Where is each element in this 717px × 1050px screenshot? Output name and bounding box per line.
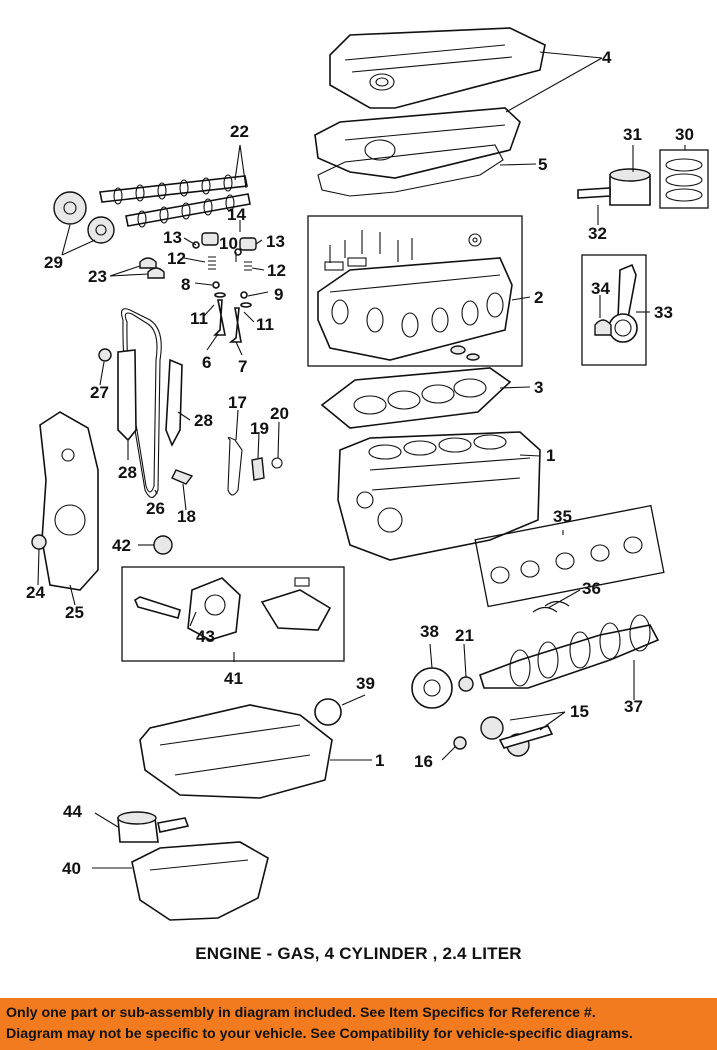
callout-42: 42 — [112, 536, 131, 555]
crankshaft — [479, 614, 660, 689]
callout-30: 30 — [675, 125, 694, 144]
sprocket-42 — [153, 535, 173, 555]
callout-26: 26 — [146, 499, 165, 518]
callout-1a: 1 — [546, 446, 555, 465]
callout-37: 37 — [624, 697, 643, 716]
cam-sprockets — [53, 191, 115, 244]
connecting-rod-box — [581, 254, 647, 366]
oil-cooler — [117, 811, 190, 843]
callout-13a: 13 — [163, 228, 182, 247]
callout-16: 16 — [414, 752, 433, 771]
part-19 — [251, 457, 265, 481]
callout-22: 22 — [230, 122, 249, 141]
callout-12b: 12 — [267, 261, 286, 280]
oil-pan-upper — [139, 704, 333, 799]
leader-lines — [37, 51, 686, 869]
balance-shafts — [480, 716, 554, 757]
part-20 — [271, 457, 283, 469]
callout-33: 33 — [654, 303, 673, 322]
balance-chain — [227, 436, 243, 496]
disclaimer-line-2: Diagram may not be specific to your vehi… — [6, 1026, 633, 1042]
seal-24 — [31, 534, 47, 550]
oil-pan — [131, 841, 269, 921]
callout-28b: 28 — [194, 411, 213, 430]
callout-23: 23 — [88, 267, 107, 286]
callout-35: 35 — [553, 507, 572, 526]
callout-32: 32 — [588, 224, 607, 243]
callout-38: 38 — [420, 622, 439, 641]
callout-31: 31 — [623, 125, 642, 144]
main-bearings-box — [474, 504, 665, 608]
cam-bearing-caps — [139, 257, 165, 279]
callout-1b: 1 — [375, 751, 384, 770]
tensioner-27 — [98, 348, 112, 362]
callout-44: 44 — [63, 802, 82, 821]
connecting-rod — [594, 263, 638, 343]
callout-19: 19 — [250, 419, 269, 438]
seal-21 — [458, 676, 474, 692]
callout-14: 14 — [227, 205, 246, 224]
callout-11a: 11 — [190, 309, 208, 328]
rear-seal — [314, 698, 342, 726]
callout-4: 4 — [602, 48, 612, 67]
callout-39: 39 — [356, 674, 375, 693]
valve-cover-gasket — [317, 144, 504, 197]
engine-cover — [329, 27, 546, 109]
callout-21: 21 — [455, 626, 474, 645]
callout-43: 43 — [196, 627, 215, 646]
callout-34: 34 — [591, 279, 610, 298]
callout-9: 9 — [274, 285, 283, 304]
valve-cover — [314, 107, 521, 179]
callout-13b: 13 — [266, 232, 285, 251]
callout-40: 40 — [62, 859, 81, 878]
callout-labels: 1 1 2 3 4 5 6 7 8 9 10 11 11 12 12 13 13… — [26, 48, 694, 878]
callout-12a: 12 — [167, 249, 186, 268]
callout-5: 5 — [538, 155, 547, 174]
callout-36: 36 — [582, 579, 601, 598]
callout-27: 27 — [90, 383, 109, 402]
callout-15: 15 — [570, 702, 589, 721]
oil-pump-box — [121, 566, 345, 662]
piston-assembly — [577, 149, 709, 209]
disclaimer-banner: Only one part or sub-assembly in diagram… — [0, 998, 717, 1050]
callout-25: 25 — [65, 603, 84, 622]
thrust-washers — [532, 600, 570, 613]
callout-8: 8 — [181, 275, 190, 294]
callout-41: 41 — [224, 669, 243, 688]
callout-10: 10 — [219, 234, 238, 253]
camshafts — [99, 174, 251, 228]
crank-pulley — [411, 667, 453, 709]
timing-cover — [39, 411, 99, 591]
chain-guide-right — [165, 358, 183, 447]
cylinder-head-box — [307, 215, 523, 367]
callout-24: 24 — [26, 583, 45, 602]
callout-29: 29 — [44, 253, 63, 272]
main-bearings — [490, 536, 643, 584]
part-16 — [453, 736, 467, 750]
engine-exploded-diagram: 1 1 2 3 4 5 6 7 8 9 10 11 11 12 12 13 13… — [26, 27, 709, 921]
callout-3: 3 — [534, 378, 543, 397]
callout-11b: 11 — [256, 315, 274, 334]
callout-7: 7 — [238, 357, 247, 376]
tensioner-18 — [171, 469, 194, 485]
head-gasket — [320, 367, 512, 429]
callout-2: 2 — [534, 288, 543, 307]
callout-20: 20 — [270, 404, 289, 423]
cylinder-head — [317, 230, 513, 361]
diagram-caption: ENGINE - GAS, 4 CYLINDER , 2.4 LITER — [195, 944, 522, 963]
oil-pump — [133, 577, 332, 641]
callout-17: 17 — [228, 393, 247, 412]
callout-6: 6 — [202, 353, 211, 372]
chain-guide-left — [117, 349, 137, 442]
engine-block — [337, 431, 541, 561]
callout-18: 18 — [177, 507, 196, 526]
callout-28a: 28 — [118, 463, 137, 482]
disclaimer-line-1: Only one part or sub-assembly in diagram… — [6, 1005, 596, 1021]
